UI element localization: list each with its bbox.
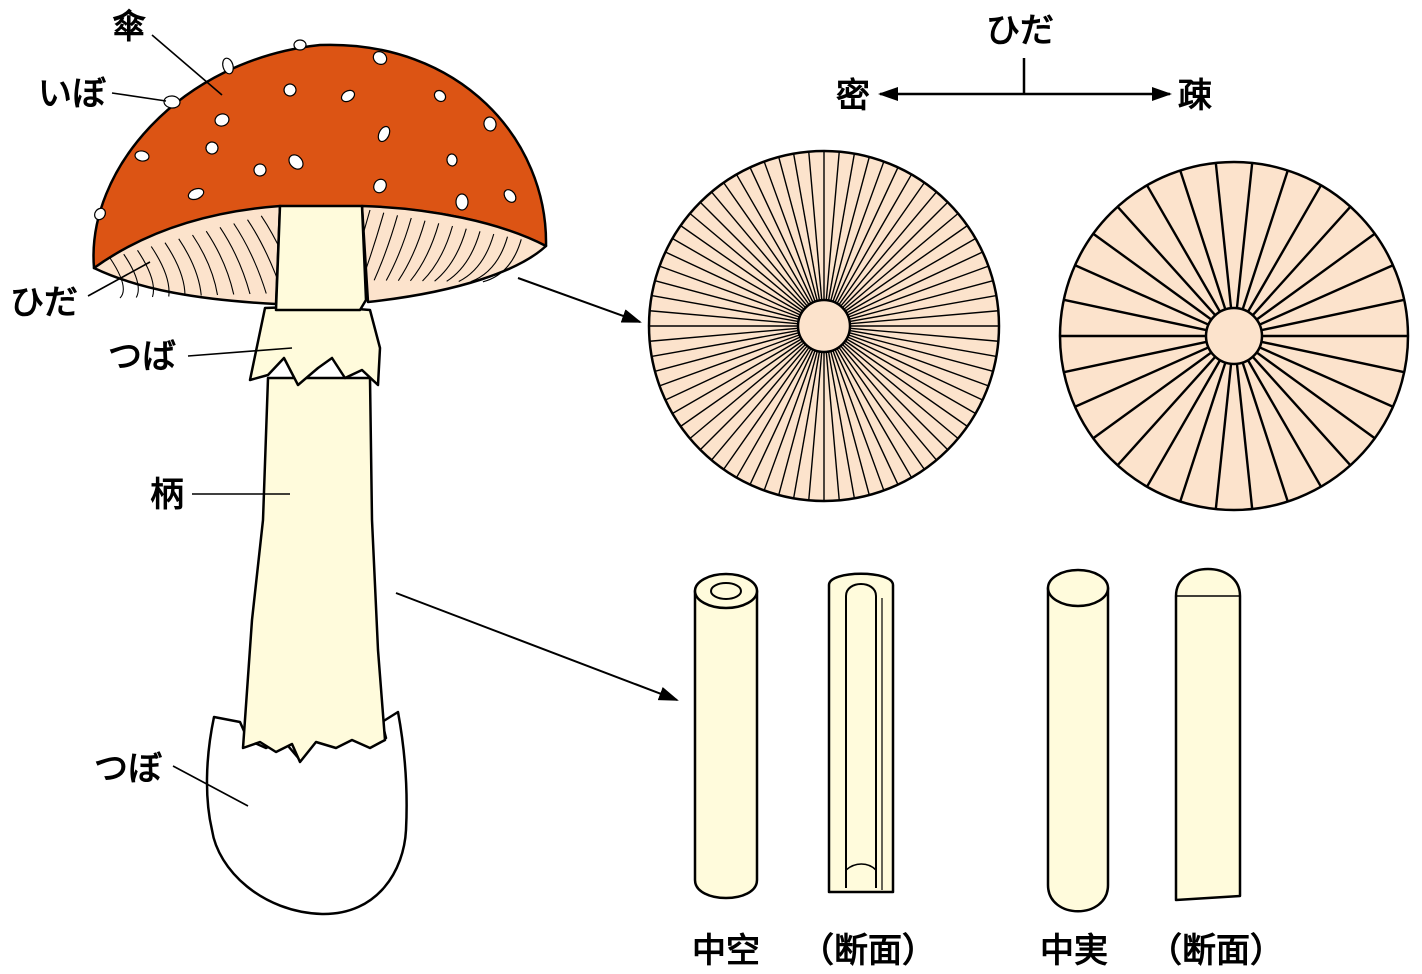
label-hollow-section: （断面） xyxy=(800,931,936,969)
dense-gill-disk xyxy=(649,151,999,501)
sparse-gill-disk xyxy=(1060,162,1408,510)
ring-shape xyxy=(250,306,380,385)
label-sparse: 疎 xyxy=(1178,76,1212,116)
label-kasa: 傘 xyxy=(112,7,146,47)
label-ibo: いぼ xyxy=(38,74,107,114)
label-dense: 密 xyxy=(836,76,870,116)
label-tsubo: つぼ xyxy=(94,749,163,789)
label-tsuba: つば xyxy=(108,337,176,377)
hollow-stem xyxy=(695,574,757,898)
solid-stem-section xyxy=(1176,569,1240,900)
wart xyxy=(446,154,457,167)
label-solid: 中実 xyxy=(1040,931,1108,969)
label-solid-section: （断面） xyxy=(1148,931,1284,969)
stalk-shape xyxy=(243,378,385,762)
upper-stalk-shape xyxy=(276,206,366,310)
label-e: 柄 xyxy=(150,475,184,515)
solid-stem xyxy=(1048,570,1108,911)
stem-pointer-arrow xyxy=(396,593,677,700)
label-hida: ひだ xyxy=(10,283,78,323)
wart xyxy=(164,95,181,108)
gill-density-title: ひだ xyxy=(986,11,1054,51)
sparse-disk-center xyxy=(1206,308,1262,364)
gill-pointer-arrow xyxy=(518,278,640,322)
label-hollow: 中空 xyxy=(692,931,760,969)
dense-disk-center xyxy=(798,300,850,352)
wart xyxy=(294,40,306,50)
wart xyxy=(456,194,468,210)
hollow-stem-section xyxy=(829,574,893,892)
